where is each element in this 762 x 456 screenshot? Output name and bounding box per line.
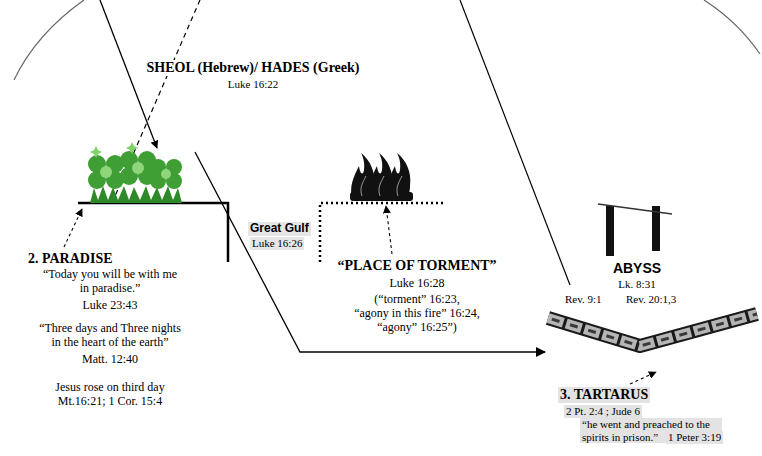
region-heading: SHEOL (Hebrew)/ HADES (Greek) xyxy=(145,60,362,76)
reference-text: “Today you will be with me in paradise.” xyxy=(41,268,179,296)
reference-text: Rev. 9:1 xyxy=(565,293,602,306)
reference-text: Matt. 12:40 xyxy=(82,353,138,367)
reference-text: Lk. 8:31 xyxy=(618,278,655,291)
leaf xyxy=(88,171,106,189)
abyss-bar xyxy=(606,206,614,256)
flame-base xyxy=(350,192,413,201)
chain xyxy=(548,314,757,346)
tartarus-circle: 3. TARTARUS2 Pt. 2:4 ; Jude 6“he went an… xyxy=(658,328,722,392)
grass xyxy=(90,186,182,203)
leader-line xyxy=(64,209,82,247)
chain-holes xyxy=(548,314,757,346)
flame-wisp xyxy=(361,176,366,196)
region-heading: “PLACE OF TORMENT” xyxy=(337,258,496,274)
torment-region: “PLACE OF TORMENT” Luke 16:28 (“torment” 1… xyxy=(322,150,512,339)
sparkle xyxy=(126,142,138,154)
region-heading: 2. PARADISE xyxy=(28,251,113,267)
leaf-center xyxy=(100,166,112,178)
reference-text: Luke 16:28 xyxy=(390,277,445,291)
leaf xyxy=(138,151,156,169)
flame xyxy=(351,153,374,200)
reference-text: Luke 23:43 xyxy=(83,299,138,313)
leaf xyxy=(120,151,138,169)
gulf-wall-dotted xyxy=(320,203,446,262)
region-heading: 3. TARTARUS xyxy=(558,387,650,403)
torment-flames xyxy=(350,153,413,201)
reference-text: Jesus rose on third day Mt.16:21; 1 Cor.… xyxy=(35,381,185,409)
pointer-line xyxy=(460,0,570,285)
ellipse-shape xyxy=(74,123,462,257)
reference-text: 2 Pt. 2:4 ; Jude 6 xyxy=(564,405,642,418)
outer-arc xyxy=(704,0,760,54)
leaf xyxy=(150,159,166,175)
leaf-center xyxy=(161,169,171,179)
paradise-region: 2. PARADISE“Today you will be with me in… xyxy=(20,140,195,413)
leaf xyxy=(106,171,124,189)
outer-arc xyxy=(14,0,84,80)
leaf xyxy=(138,167,156,185)
sparkle xyxy=(90,146,102,158)
flame xyxy=(387,153,410,200)
flame xyxy=(369,153,392,200)
chain-outline xyxy=(548,314,757,346)
reference-text: Rev. 20:1,3 xyxy=(626,293,676,306)
reference-text: “Three days and Three nights in the hear… xyxy=(36,322,184,350)
circle-shape xyxy=(546,251,744,449)
dashed-pointer xyxy=(112,0,200,203)
flame-wisp xyxy=(397,176,402,196)
paradise-plants xyxy=(88,142,182,203)
leaf xyxy=(150,173,166,189)
leaf xyxy=(166,173,182,189)
leaf xyxy=(120,167,138,185)
abyss-bar xyxy=(652,206,660,251)
circle-shape xyxy=(659,329,721,391)
leader-line xyxy=(630,372,656,384)
reference-text: (“torment” 16:23, xyxy=(374,293,459,307)
leaf-center xyxy=(132,162,144,174)
abyss-circle: 3. TARTARUS2 Pt. 2:4 ; Jude 6“he went an… xyxy=(545,250,745,450)
gulf-label: Luke 16:26 xyxy=(250,237,304,250)
reference-text: Luke 16:22 xyxy=(226,78,280,91)
leaf xyxy=(88,155,106,173)
reference-text: “agony in this fire” 16:24, xyxy=(354,307,480,321)
reference-text: 1 Peter 3:19 xyxy=(666,431,723,444)
leaf xyxy=(166,159,182,175)
abyss-lid xyxy=(598,204,672,214)
region-heading: ABYSS xyxy=(613,260,661,276)
flame-wisp xyxy=(379,176,384,196)
leader-line xyxy=(386,206,392,254)
reference-text: “agony” 16:25”) xyxy=(377,321,457,335)
tartarus-circle-outline xyxy=(658,328,722,392)
chain-links xyxy=(548,314,757,346)
leaf xyxy=(106,155,124,173)
connector-arrow xyxy=(195,152,545,352)
gulf-label: Great Gulf xyxy=(248,222,311,236)
